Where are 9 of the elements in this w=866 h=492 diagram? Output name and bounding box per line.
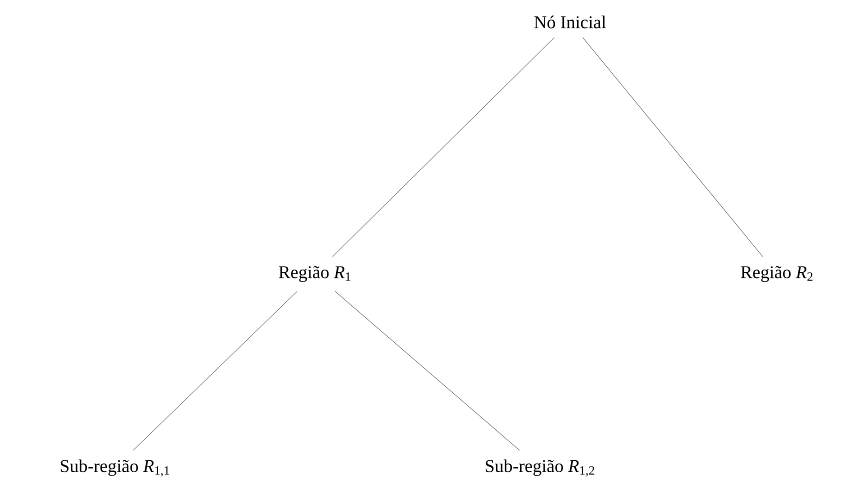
node-label: Região R$_{1}$ [278, 266, 350, 282]
line [332, 37, 554, 257]
line [133, 291, 298, 450]
node-label: Sub-região R$_{1,2}$ [486, 459, 594, 477]
line [582, 37, 764, 257]
node-label: Nó Inicial [534, 16, 606, 28]
line [334, 291, 520, 450]
node-label: Sub-região R$_{1,1}$ [60, 459, 170, 477]
node-label: Região R$_{2}$ [740, 266, 812, 282]
